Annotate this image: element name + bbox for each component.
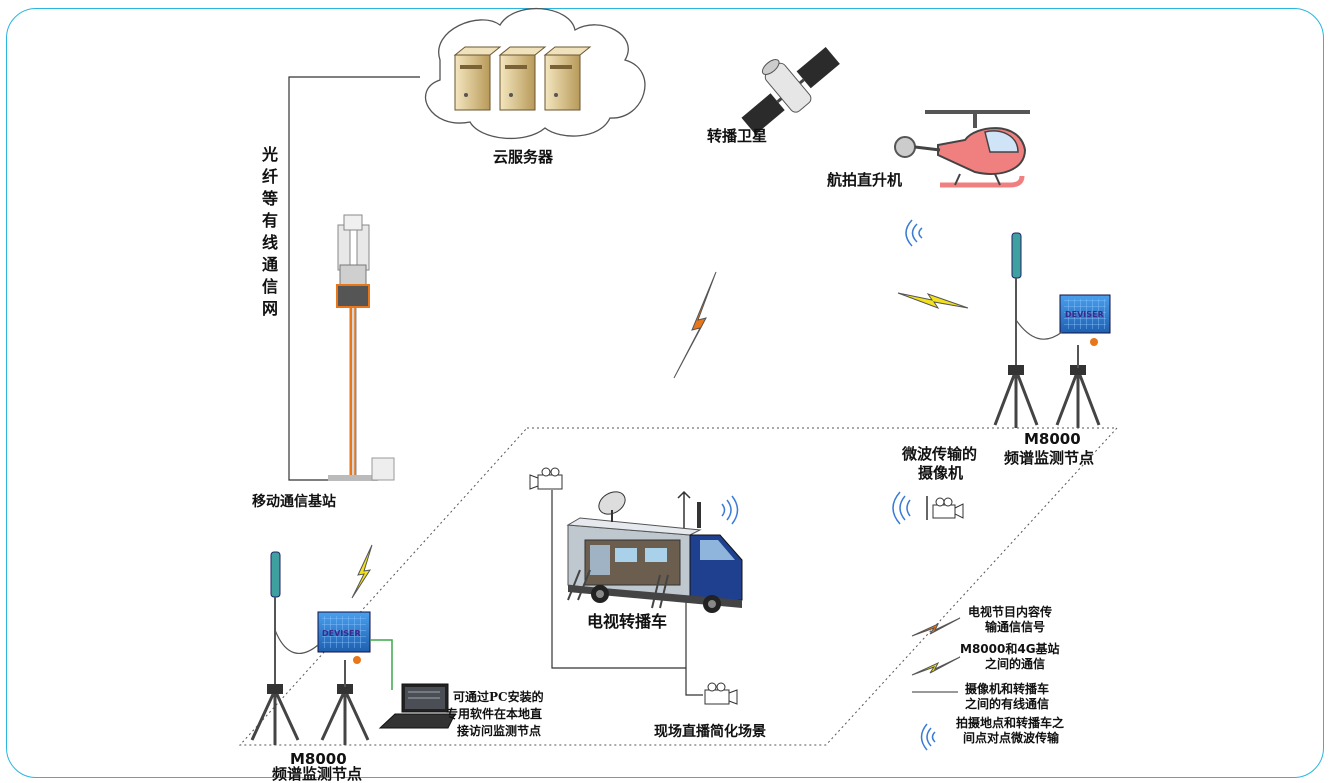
cloud-server-label: 云服务器 (493, 148, 554, 166)
microwave-camera-label-2: 摄像机 (918, 464, 963, 482)
satellite-icon (741, 46, 840, 135)
pc-note-line-2: 专用软件在本地直 (446, 706, 542, 721)
legend-item-2-line-1: M8000和4G基站 (960, 641, 1060, 656)
left-box-brand: DEVISER (322, 629, 361, 638)
scene-area-outline (238, 427, 1119, 746)
tv-truck-label: 电视转播车 (587, 612, 667, 631)
helicopter-label: 航拍直升机 (827, 171, 902, 189)
right-node-model: M8000 (1024, 430, 1081, 448)
left-monitoring-node-icon: DEVISER (250, 551, 393, 745)
right-box-brand: DEVISER (1065, 310, 1104, 319)
microwave-waves-icon (920, 723, 936, 751)
microwave-camera-icon (892, 491, 964, 525)
tv-truck-icon (566, 490, 743, 613)
cloud-server-icon (425, 7, 646, 140)
helicopter-icon (894, 110, 1030, 188)
legend-item-content-signal: 电视节目内容传 输通信信号 (911, 604, 1052, 637)
legend-item-4-line-1: 拍摄地点和转播车之 (956, 715, 1064, 730)
legend: 电视节目内容传 输通信信号 M8000和4G基站 之间的通信 摄像机和转播车 之… (911, 604, 1064, 751)
diagram-frame (6, 8, 1324, 778)
legend-item-3-line-1: 摄像机和转播车 (965, 681, 1049, 696)
yellow-lightning-icon (897, 292, 969, 310)
pc-note-line-1: 可通过PC安装的 (453, 689, 544, 704)
legend-item-1-line-1: 电视节目内容传 (968, 604, 1052, 619)
left-node-model: M8000 (290, 750, 347, 768)
microwave-waves-icon (905, 219, 923, 247)
legend-item-wired: 摄像机和转播车 之间的有线通信 (912, 681, 1049, 711)
legend-item-2-line-2: 之间的通信 (985, 656, 1045, 671)
right-node-title: 频谱监测节点 (1004, 449, 1094, 467)
legend-item-1-line-2: 输通信信号 (985, 619, 1045, 634)
relay-satellite-label: 转播卫星 (707, 127, 767, 145)
top-camera-icon (529, 467, 563, 490)
yellow-lightning-icon (911, 656, 961, 676)
legend-item-base-station-comm: M8000和4G基站 之间的通信 (911, 641, 1060, 676)
microwave-camera-label-1: 微波传输的 (901, 445, 977, 463)
laptop-icon (378, 683, 456, 729)
legend-item-microwave: 拍摄地点和转播车之 间点对点微波传输 (920, 715, 1064, 751)
orange-lightning-icon (673, 271, 717, 379)
cell-tower-icon (328, 214, 395, 481)
bottom-camera-icon (704, 682, 738, 705)
pc-note-line-3: 接访问监测节点 (457, 723, 541, 738)
fiber-network-label: 光纤等有线通信网 (261, 145, 278, 318)
right-monitoring-node-icon: DEVISER (993, 232, 1111, 428)
left-yellow-lightning-icon (351, 544, 373, 599)
legend-item-3-line-2: 之间的有线通信 (965, 696, 1049, 711)
scene-label: 现场直播简化场景 (654, 723, 766, 740)
left-node-title: 频谱监测节点 (272, 765, 362, 783)
fiber-network-line (288, 76, 420, 481)
base-station-label: 移动通信基站 (252, 493, 336, 510)
orange-lightning-icon (911, 617, 961, 637)
legend-item-4-line-2: 间点对点微波传输 (963, 730, 1060, 745)
